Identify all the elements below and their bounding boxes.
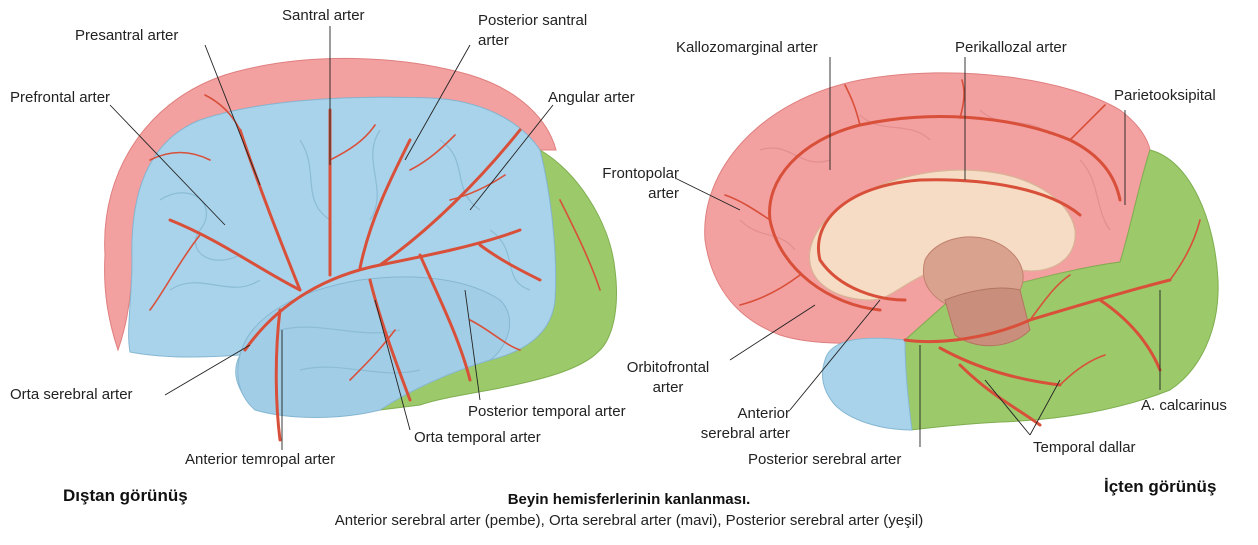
- label-anterior-temporal-arter: Anterior temropal arter: [185, 450, 335, 469]
- label-kallozomarginal-arter: Kallozomarginal arter: [676, 38, 818, 57]
- lateral-brain: [105, 58, 617, 440]
- label-orbitofrontal-line2: arter: [608, 378, 728, 397]
- label-anterior-serebral-line1: Anterior: [680, 404, 790, 423]
- label-posterior-temporal-arter: Posterior temporal arter: [468, 402, 626, 421]
- caption-subtitle: Anterior serebral arter (pembe), Orta se…: [0, 512, 1258, 529]
- medial-middle-region: [822, 338, 912, 430]
- medial-brain: [705, 73, 1218, 430]
- label-posterior-serebral-arter: Posterior serebral arter: [748, 450, 901, 469]
- label-frontopolar-line2: arter: [572, 184, 679, 203]
- label-prefrontal-arter: Prefrontal arter: [10, 88, 110, 107]
- label-orta-serebral-arter: Orta serebral arter: [10, 385, 133, 404]
- label-perikallozal-arter: Perikallozal arter: [955, 38, 1067, 57]
- label-frontopolar-line1: Frontopolar: [572, 164, 679, 183]
- label-santral-arter: Santral arter: [282, 6, 365, 25]
- label-angular-arter: Angular arter: [548, 88, 635, 107]
- label-orbitofrontal-line1: Orbitofrontal: [608, 358, 728, 377]
- label-orta-temporal-arter: Orta temporal arter: [414, 428, 541, 447]
- label-posterior-santral-line1: Posterior santral: [478, 11, 587, 30]
- label-temporal-dallar: Temporal dallar: [1033, 438, 1136, 457]
- label-presantral-arter: Presantral arter: [75, 26, 178, 45]
- label-parietooksipital: Parietooksipital: [1114, 86, 1216, 105]
- label-a-calcarinus: A. calcarinus: [1141, 396, 1227, 415]
- label-anterior-serebral-line2: serebral arter: [680, 424, 790, 443]
- brainstem: [945, 288, 1030, 346]
- caption-title: Beyin hemisferlerinin kanlanması.: [0, 491, 1258, 508]
- label-posterior-santral-line2: arter: [478, 31, 509, 50]
